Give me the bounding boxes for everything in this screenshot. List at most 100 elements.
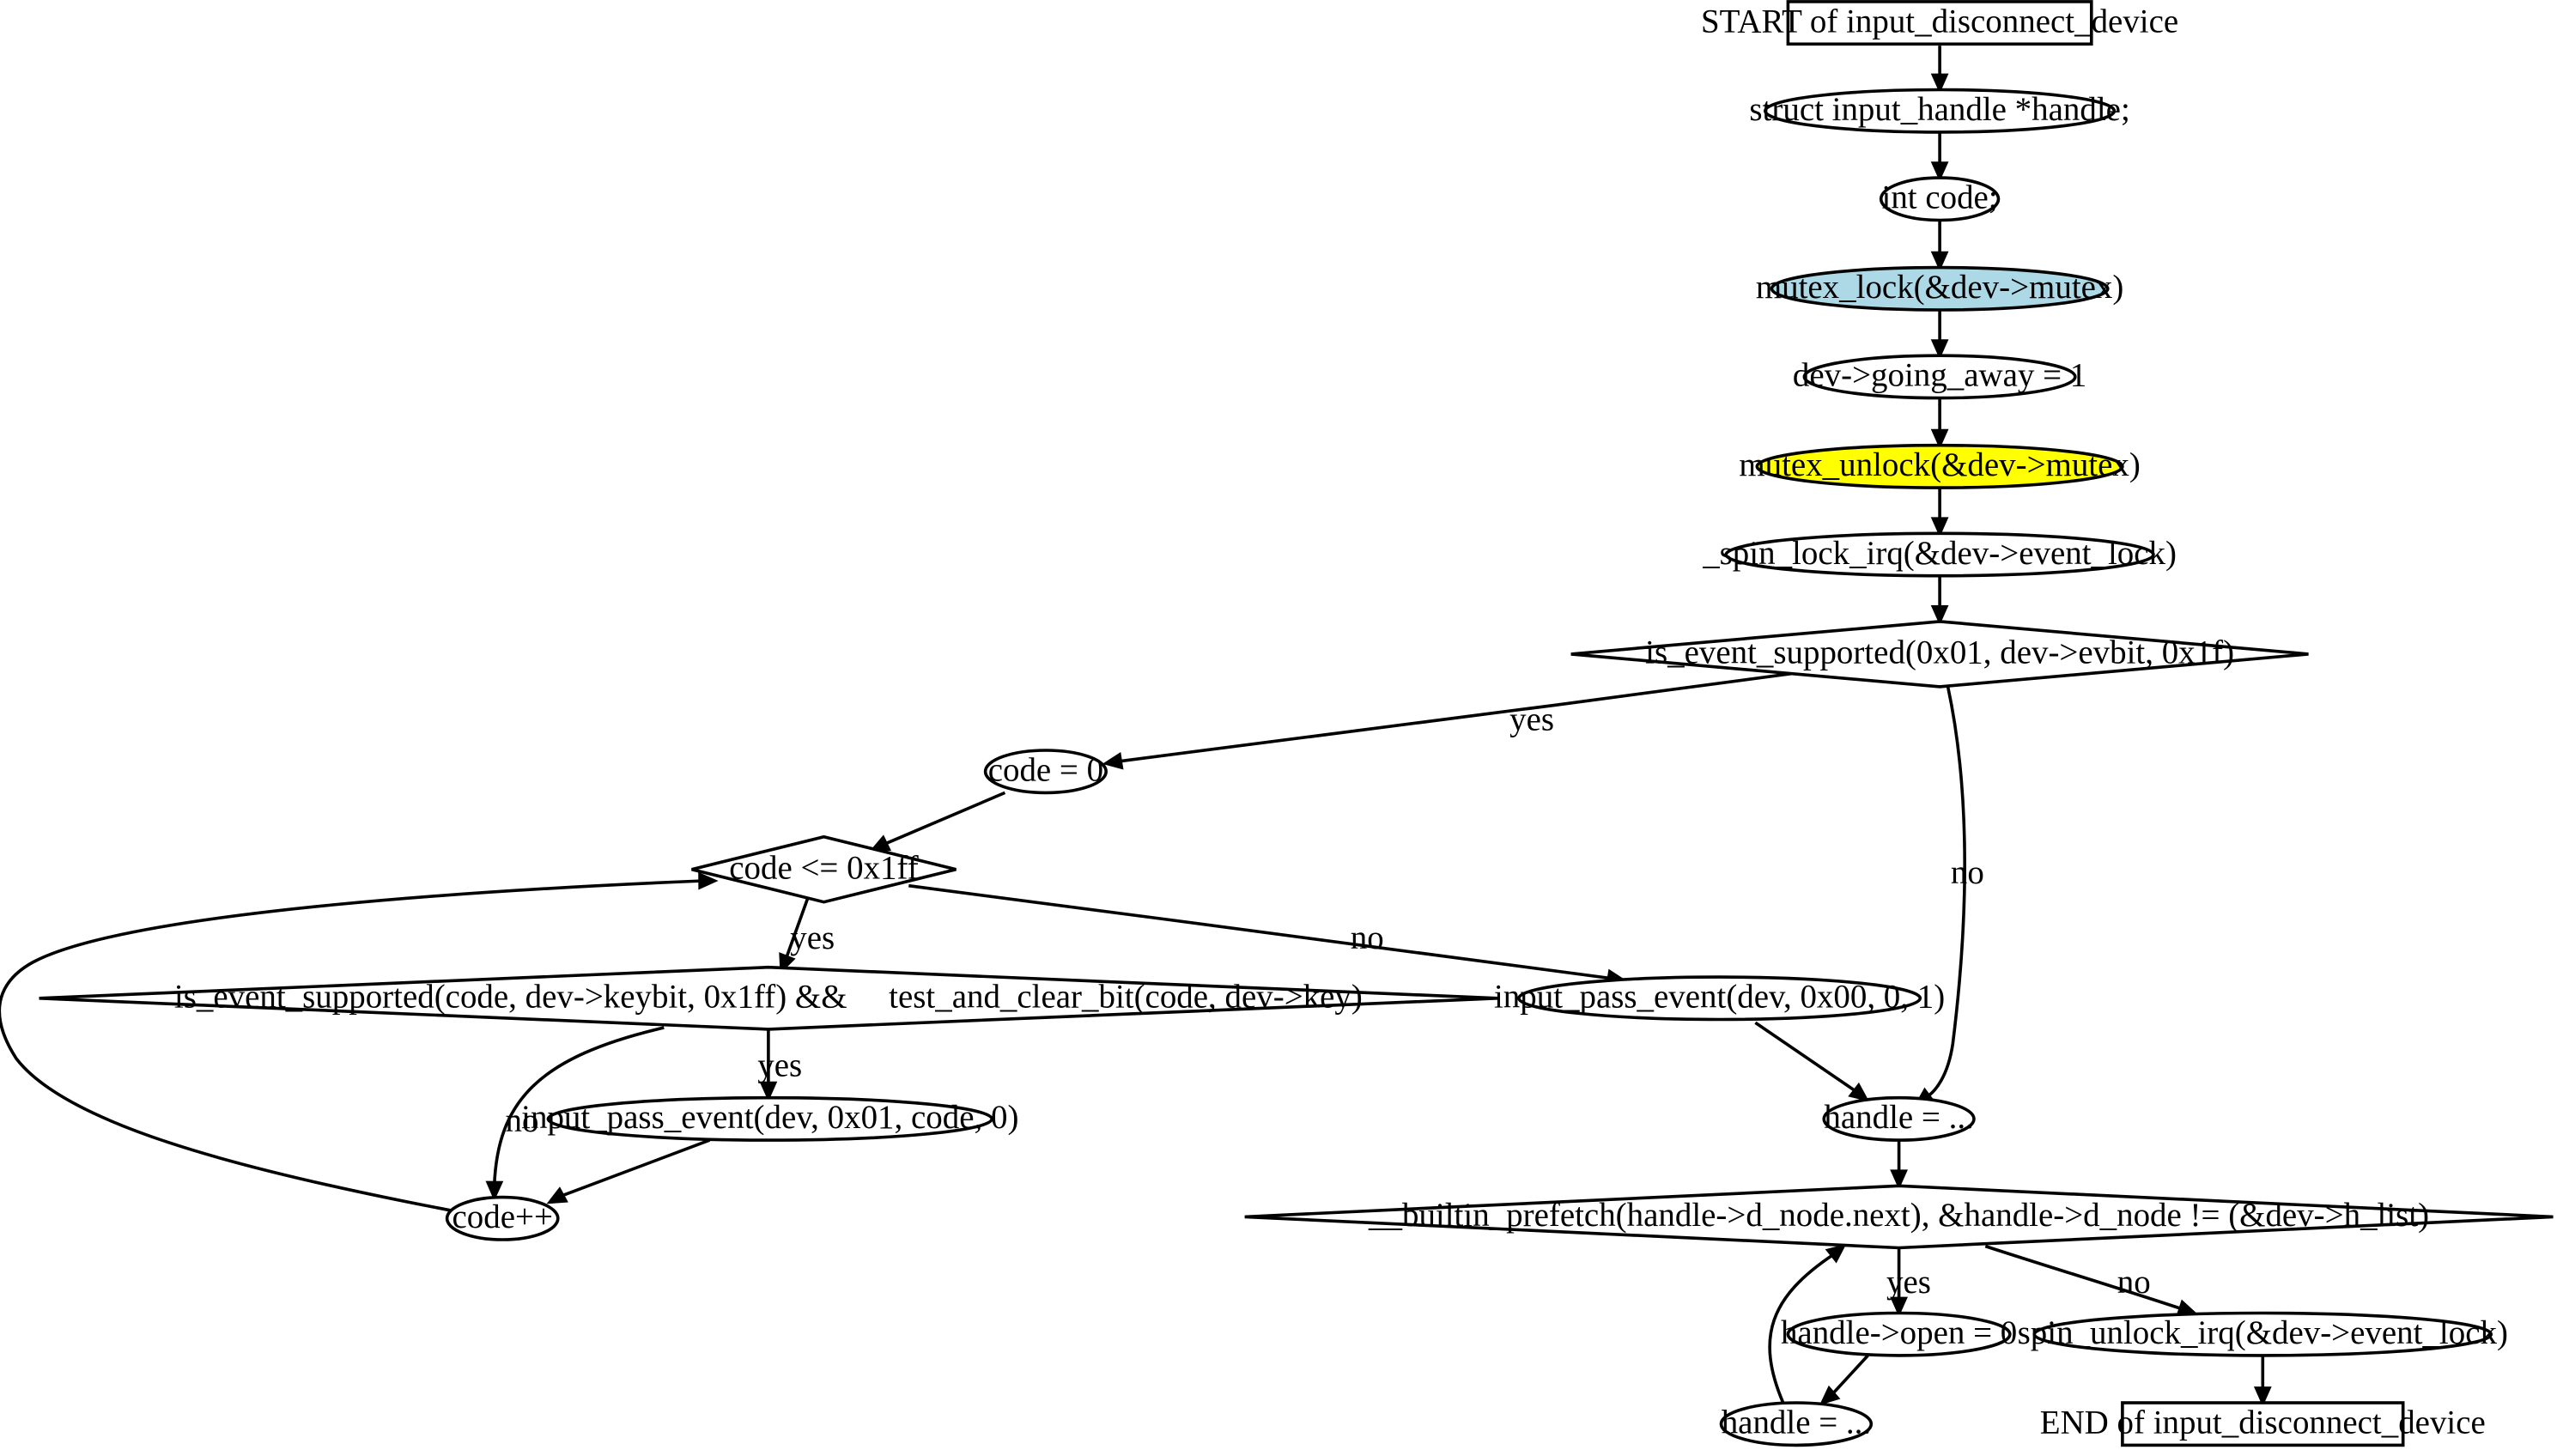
- edge-label-evbit_no: no: [1951, 854, 1984, 891]
- edge-label-prefetch_yes: yes: [1886, 1264, 1931, 1301]
- node-spin-lock: _spin_lock_irq(&dev->event_lock): [1702, 531, 2177, 578]
- edge-line: [492, 1026, 665, 1186]
- edge-prefetch-yes: yes: [1886, 1247, 1931, 1317]
- node-code-init: code = 0: [983, 749, 1108, 795]
- node-ellipse: [1770, 265, 2110, 312]
- edge-passkey-to-inc: [546, 1138, 711, 1204]
- node-handle-open: handle->open = 0: [1781, 1311, 2017, 1357]
- node-label: mutex_lock(&dev->mutex): [1756, 269, 2124, 306]
- edge-line: [1984, 1244, 2185, 1312]
- edge-code-yes: yes: [779, 898, 835, 974]
- edge-label-keybit_no: no: [506, 1102, 539, 1139]
- edge-line: [908, 883, 1614, 980]
- edge-label-evbit_yes: yes: [1509, 701, 1554, 738]
- node-pass-key: input_pass_event(dev, 0x01, code, 0): [521, 1095, 1018, 1142]
- edge-label-prefetch_no: no: [2117, 1264, 2151, 1301]
- edge-open-to-next: [1819, 1354, 1869, 1405]
- node-diamond: [691, 834, 957, 904]
- arrow-head: [1930, 161, 1949, 182]
- edge-label-code_no: no: [1351, 919, 1384, 956]
- node-label: dev->going_away = 1: [1793, 357, 2086, 394]
- arrow-head: [1825, 1243, 1847, 1264]
- arrow-head: [1930, 604, 1949, 626]
- node-box: [2121, 1401, 2405, 1447]
- node-start: START of input_disconnect_device: [1701, 0, 2178, 46]
- node-label: int code;: [1882, 179, 1998, 216]
- node-cond-code: code <= 0x1ff: [691, 834, 957, 904]
- edge-line: [1829, 1354, 1869, 1398]
- edge-code-to-lock: [1930, 220, 1949, 272]
- edge-start-to-decl: [1930, 46, 1949, 94]
- node-ellipse: [2032, 1311, 2493, 1357]
- arrow-head: [759, 1081, 778, 1102]
- node-ellipse: [1724, 531, 2155, 578]
- edge-inc-to-code: [0, 871, 719, 1212]
- node-mutex-lock: mutex_lock(&dev->mutex): [1756, 265, 2124, 312]
- node-ellipse: [1802, 354, 2077, 400]
- edge-prefetch-no: no: [1984, 1244, 2198, 1317]
- edge-lock-to-away: [1930, 310, 1949, 360]
- node-label: struct input_handle *handle;: [1749, 91, 2129, 128]
- edges: yes no yes no yes no yes no: [0, 46, 2272, 1407]
- node-label: code++: [452, 1198, 552, 1235]
- arrow-head: [1930, 517, 1949, 537]
- arrow-head: [1819, 1385, 1841, 1405]
- edge-away-to-unlock: [1930, 397, 1949, 450]
- arrow-head: [1930, 339, 1949, 360]
- node-spin-unlock: spin_unlock_irq(&dev->event_lock): [2018, 1311, 2508, 1357]
- node-ellipse: [546, 1095, 994, 1142]
- node-label: handle->open = 0: [1781, 1314, 2017, 1351]
- node-label: START of input_disconnect_device: [1701, 3, 2178, 39]
- node-ellipse: [1763, 88, 2117, 134]
- node-label: END of input_disconnect_device: [2040, 1404, 2486, 1441]
- arrow-head: [1848, 1082, 1870, 1102]
- arrow-head: [546, 1186, 568, 1204]
- edge-passsyn-to-handle: [1754, 1021, 1870, 1102]
- edge-next-to-prefetch: [1768, 1243, 1847, 1404]
- arrow-head: [1930, 428, 1949, 450]
- arrow-head: [1890, 1169, 1908, 1190]
- edge-label-code_yes: yes: [790, 919, 835, 956]
- edge-line: [1924, 686, 1966, 1100]
- node-label: code = 0: [988, 752, 1103, 789]
- edge-line: [882, 791, 1006, 846]
- node-label: handle = ...: [1824, 1099, 1973, 1136]
- node-cond-evbit: is_event_supported(0x01, dev->evbit, 0x1…: [1570, 620, 2309, 689]
- node-diamond: [1244, 1184, 2554, 1250]
- arrow-head: [1930, 73, 1949, 94]
- node-code-inc: code++: [445, 1195, 560, 1241]
- edge-keybit-no: no: [485, 1026, 665, 1202]
- node-diamond: [39, 965, 1498, 1031]
- node-going-away: dev->going_away = 1: [1793, 354, 2086, 400]
- edge-line: [0, 879, 703, 1212]
- arrow-head: [485, 1180, 504, 1202]
- node-ellipse: [1786, 1311, 2012, 1357]
- arrow-head: [1890, 1296, 1908, 1317]
- node-label: spin_unlock_irq(&dev->event_lock): [2018, 1314, 2508, 1351]
- node-label: _spin_lock_irq(&dev->event_lock): [1702, 535, 2177, 572]
- node-cond-keybit: is_event_supported(code, dev->keybit, 0x…: [39, 965, 1498, 1031]
- edge-decl-to-code: [1930, 131, 1949, 182]
- edge-label-keybit_yes: yes: [757, 1046, 802, 1083]
- node-end: END of input_disconnect_device: [2040, 1401, 2486, 1447]
- node-pass-syn: input_pass_event(dev, 0x00, 0, 1): [1494, 975, 1945, 1022]
- node-ellipse: [445, 1195, 560, 1241]
- node-label: input_pass_event(dev, 0x00, 0, 1): [1494, 979, 1945, 1016]
- node-label: code <= 0x1ff: [729, 850, 919, 887]
- node-ellipse: [1755, 443, 2124, 489]
- node-label: input_pass_event(dev, 0x01, code, 0): [521, 1099, 1018, 1136]
- node-label: handle = ...: [1722, 1404, 1871, 1441]
- edge-keybit-yes: yes: [757, 1028, 802, 1102]
- node-diamond: [1570, 620, 2309, 689]
- edge-unlock-to-spin: [1930, 488, 1949, 537]
- node-label: is_event_supported(0x01, dev->evbit, 0x1…: [1645, 634, 2234, 671]
- node-handle-init: handle = ...: [1822, 1095, 1976, 1142]
- arrow-head: [698, 871, 719, 890]
- node-decl-handle: struct input_handle *handle;: [1749, 88, 2130, 134]
- edge-line: [557, 1138, 711, 1199]
- edge-evbit-yes: yes: [1102, 671, 1792, 770]
- node-decl-code: int code;: [1879, 176, 2001, 222]
- edge-spinunlock-to-end: [2253, 1355, 2272, 1407]
